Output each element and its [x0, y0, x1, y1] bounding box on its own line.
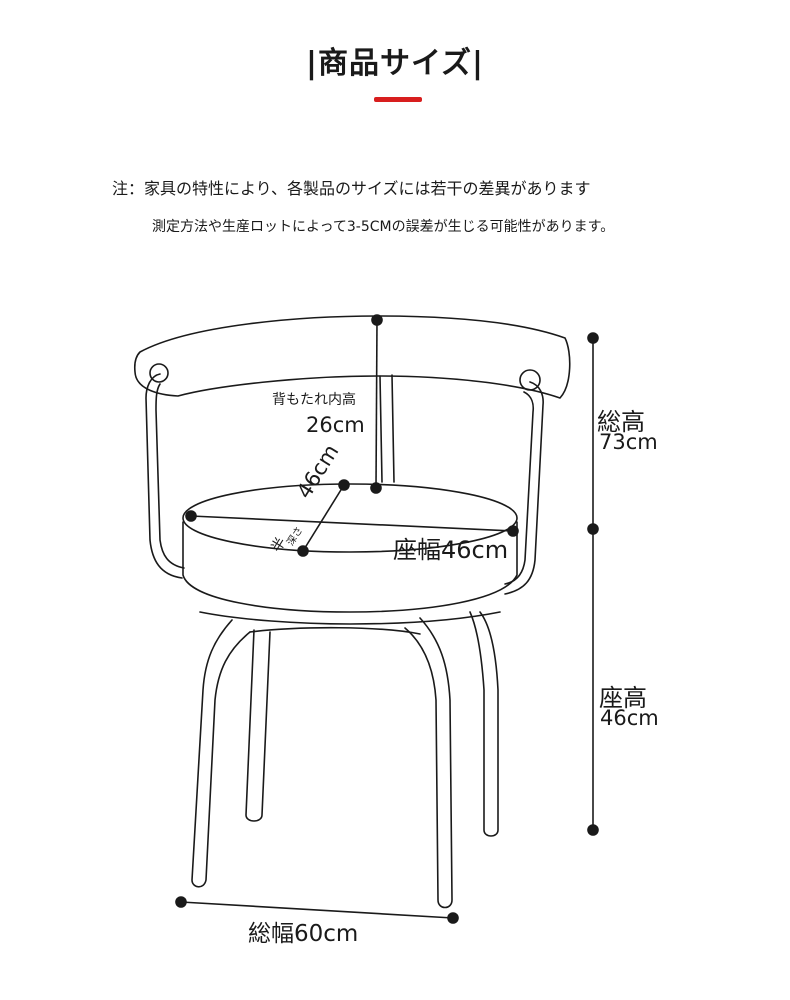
page-title: |商品サイズ| — [305, 46, 484, 81]
total-width-label: 総幅60cm — [248, 921, 359, 947]
seat-height-label: 座高 — [599, 684, 647, 712]
chair-front-right-leg — [404, 617, 453, 909]
chair-seat-top — [182, 483, 518, 553]
dimension-lines — [175, 314, 599, 924]
chair-outline — [133, 315, 571, 909]
title-underline — [374, 97, 422, 102]
chair-seat-side — [182, 521, 518, 613]
seat-height-value: 46cm — [600, 706, 659, 730]
chair-back-right-leg — [469, 611, 499, 837]
depth-line — [302, 484, 345, 552]
note-measurement-error: 測定方法や生産ロットによって3-5CMの誤差が生じる可能性があります。 — [152, 219, 615, 235]
chair-backrest — [133, 315, 571, 399]
chair-left-arm — [145, 373, 183, 579]
chair-front-left-leg — [191, 619, 251, 888]
chair-back-left-leg — [245, 629, 271, 822]
total-height-value: 73cm — [599, 430, 658, 454]
seat-width-label: 座幅46cm — [393, 536, 509, 564]
backrest-value: 26cm — [306, 413, 365, 437]
total-height-label: 総高 — [597, 408, 645, 436]
backrest-label: 背もたれ内高 — [272, 392, 356, 408]
backrest-height-line — [375, 319, 378, 489]
note-size-variance: 注：家具の特性により、各製品のサイズには若干の差異があります — [112, 179, 591, 198]
seat-width-line — [190, 515, 514, 532]
total-width-line — [180, 901, 454, 919]
